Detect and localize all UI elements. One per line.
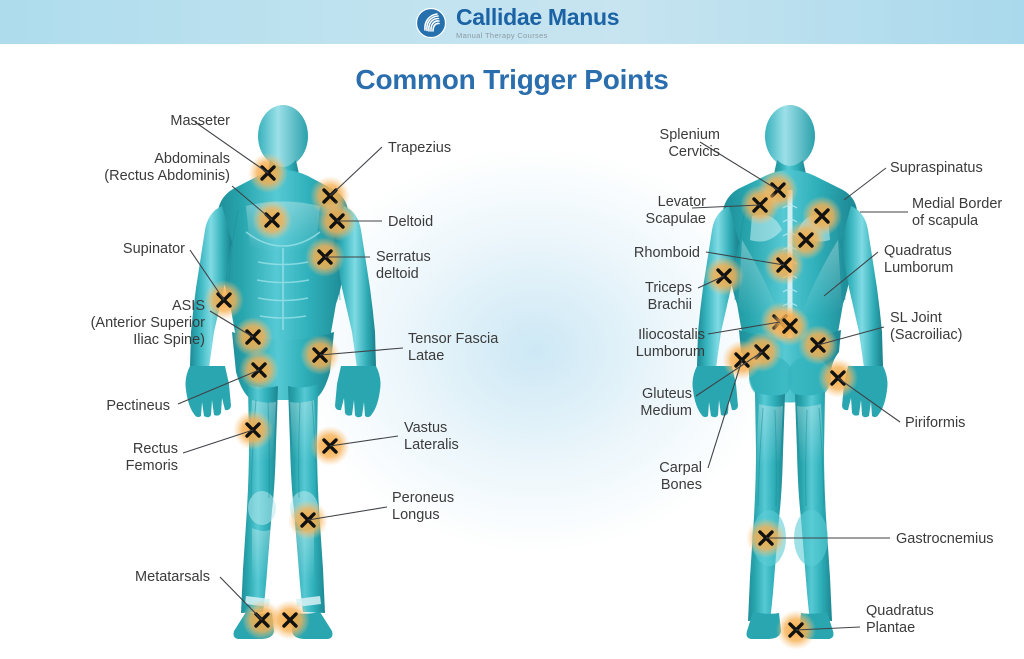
leader-line-peroneus-longus (307, 506, 388, 521)
label-rhomboid: Rhomboid (633, 245, 700, 261)
label-quadratus-plantae: Quadratus Plantae (866, 603, 934, 637)
label-supinator: Supinator (122, 241, 185, 257)
label-sl-joint: SL Joint (Sacroiliac) (890, 310, 963, 344)
label-quadratus-lumborum: Quadratus Lumborum (884, 243, 954, 277)
label-peroneus-longus: Peroneus Longus (392, 490, 455, 524)
label-trapezius: Trapezius (388, 140, 452, 156)
label-vastus-lateralis: Vastus Lateralis (404, 420, 459, 454)
leader-line-trapezius (329, 146, 383, 197)
leader-line-piriformis (837, 377, 901, 423)
label-splenium-cervicis: Splenium Cervicis (659, 127, 720, 161)
leader-line-carpal-bones (707, 359, 743, 469)
label-rectus-femoris: Rectus Femoris (125, 441, 178, 475)
leader-line-pectineus (177, 369, 260, 405)
leader-line-abdominals (231, 185, 273, 221)
leader-line-rectus-femoris (182, 429, 254, 454)
leader-line-supinator (189, 249, 225, 301)
label-metatarsals: Metatarsals (135, 569, 210, 585)
callidae-swirl-circle-icon (415, 7, 447, 39)
label-supraspinatus: Supraspinatus (890, 160, 983, 176)
header-band (0, 0, 1024, 44)
label-medial-border-scapula: Medial Border of scapula (912, 196, 1003, 230)
label-abdominals: Abdominals (Rectus Abdominis) (104, 151, 230, 185)
label-piriformis: Piriformis (905, 415, 966, 431)
brand-name: Callidae Manus (456, 4, 620, 31)
leader-line-vastus-lateralis (329, 435, 399, 447)
leader-lines (177, 121, 908, 631)
label-tensor-fascia-latae: Tensor Fascia Latae (408, 331, 499, 365)
trigger-point-posterior (786, 220, 826, 260)
label-carpal-bones: Carpal Bones (659, 460, 702, 494)
label-asis: ASIS (Anterior Superior Iliac Spine) (90, 298, 205, 349)
label-gastrocnemius: Gastrocnemius (896, 531, 994, 547)
label-triceps-brachii: Triceps Brachii (645, 280, 692, 314)
trigger-point-posterior (770, 306, 810, 346)
leader-line-quadratus-lumborum (823, 251, 879, 297)
leader-line-rhomboid (705, 251, 785, 266)
trigger-point-anterior (270, 600, 310, 640)
leader-line-asis (209, 310, 254, 338)
brand-logo: Callidae Manus Manual Therapy Courses (415, 4, 620, 42)
leader-line-splenium-cervicis (699, 141, 779, 191)
label-masseter: Masseter (170, 113, 230, 129)
label-gluteus-medium: Gluteus Medium (640, 386, 692, 420)
leader-line-masseter (194, 121, 269, 174)
label-pectineus: Pectineus (106, 398, 170, 414)
leader-line-triceps-brachii (697, 275, 725, 289)
x-marker-icon (782, 318, 798, 334)
brand-tagline: Manual Therapy Courses (456, 31, 548, 41)
leader-line-levator-scapulae (691, 204, 761, 209)
page-title: Common Trigger Points (355, 64, 669, 95)
leader-line-sl-joint (817, 326, 885, 346)
leader-line-quadratus-plantae (795, 626, 861, 631)
x-marker-icon (814, 208, 830, 224)
leader-line-tensor-fascia-latae (319, 347, 404, 356)
label-deltoid: Deltoid (388, 214, 434, 230)
x-marker-icon (282, 612, 298, 628)
x-marker-icon (798, 232, 814, 248)
leader-line-iliocostalis-lumborum (707, 321, 781, 335)
leader-line-gluteus-medium (695, 351, 763, 397)
label-iliocostalis-lumborum: Iliocostalis Lumborum (635, 327, 705, 361)
label-serratus-deltoid: Serratus deltoid (376, 249, 431, 283)
leader-line-supraspinatus (843, 167, 887, 201)
label-levator-scapulae: Levator Scapulae (645, 194, 706, 228)
leader-line-metatarsals (219, 576, 263, 621)
